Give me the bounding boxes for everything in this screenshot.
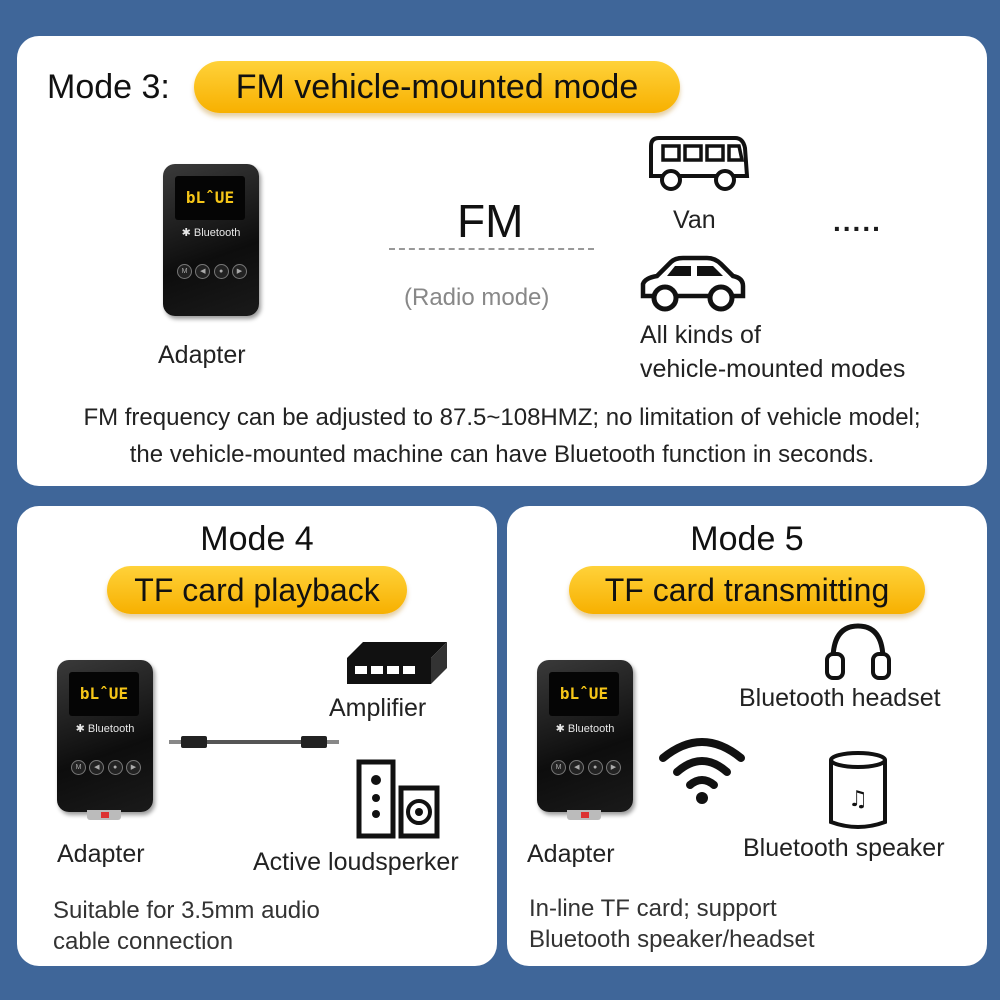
mode4-panel: Mode 4 TF card playback bLˆUE ✱ Bluetoot…: [17, 506, 497, 966]
amplifier-icon: [347, 642, 447, 684]
headphones-icon: [825, 623, 891, 680]
device-brand: ✱ Bluetooth: [181, 227, 241, 239]
device-screen: bLˆUE: [69, 672, 139, 716]
aux-cable-icon: [169, 736, 339, 748]
device-buttons: M◀●▶: [71, 760, 141, 776]
mode3-title-pill: FM vehicle-mounted mode: [194, 61, 680, 113]
mode4-label: Mode 4: [200, 520, 314, 558]
device-buttons: M◀●▶: [551, 760, 621, 776]
device-buttons: M◀●▶: [177, 264, 247, 280]
vehicles-line2: vehicle-mounted modes: [640, 355, 906, 383]
mode3-panel: Mode 3: FM vehicle-mounted mode bLˆUE ✱ …: [17, 36, 987, 486]
adapter-label: Adapter: [158, 341, 246, 369]
adapter-device: bLˆUE ✱ Bluetooth M◀●▶: [57, 660, 153, 820]
vehicles-line1: All kinds of: [640, 321, 761, 349]
loudspeaker-icon: [356, 759, 440, 839]
mode3-caption-line2: the vehicle-mounted machine can have Blu…: [129, 441, 875, 468]
mode4-caption-line1: Suitable for 3.5mm audio: [53, 897, 320, 924]
device-brand: ✱ Bluetooth: [555, 723, 615, 735]
mode4-caption-line2: cable connection: [53, 928, 234, 955]
fm-divider: [389, 248, 594, 250]
device-screen: bLˆUE: [549, 672, 619, 716]
bluetooth-speaker-icon: ♫: [829, 751, 887, 829]
device-brand: ✱ Bluetooth: [75, 723, 135, 735]
adapter-label: Adapter: [57, 840, 145, 868]
adapter-device: bLˆUE ✱ Bluetooth M◀●▶: [537, 660, 633, 820]
mode5-caption-line2: Bluetooth speaker/headset: [529, 926, 815, 953]
mode3-label: Mode 3:: [47, 68, 170, 106]
svg-text:♫: ♫: [848, 787, 868, 812]
speaker-label: Bluetooth speaker: [743, 834, 945, 862]
fm-label: FM: [457, 195, 524, 247]
car-icon: [640, 255, 746, 312]
mode5-title-pill: TF card transmitting: [569, 566, 925, 614]
wifi-icon: [659, 738, 745, 804]
radio-mode-label: (Radio mode): [404, 284, 550, 311]
adapter-label: Adapter: [527, 840, 615, 868]
device-screen: bLˆUE: [175, 176, 245, 220]
mode5-caption-line1: In-line TF card; support: [529, 895, 777, 922]
loudspeaker-label: Active loudsperker: [253, 848, 459, 876]
more-dots: .....: [833, 206, 882, 237]
mode5-panel: Mode 5 TF card transmitting bLˆUE ✱ Blue…: [507, 506, 987, 966]
van-label: Van: [673, 206, 716, 234]
mode5-label: Mode 5: [690, 520, 804, 558]
amplifier-label: Amplifier: [329, 694, 427, 722]
mode4-title-pill: TF card playback: [107, 566, 407, 614]
adapter-device: bLˆUE ✱ Bluetooth M◀●▶: [163, 164, 259, 316]
van-icon: [649, 136, 750, 191]
headset-label: Bluetooth headset: [739, 684, 941, 712]
mode3-caption-line1: FM frequency can be adjusted to 87.5~108…: [83, 404, 921, 431]
